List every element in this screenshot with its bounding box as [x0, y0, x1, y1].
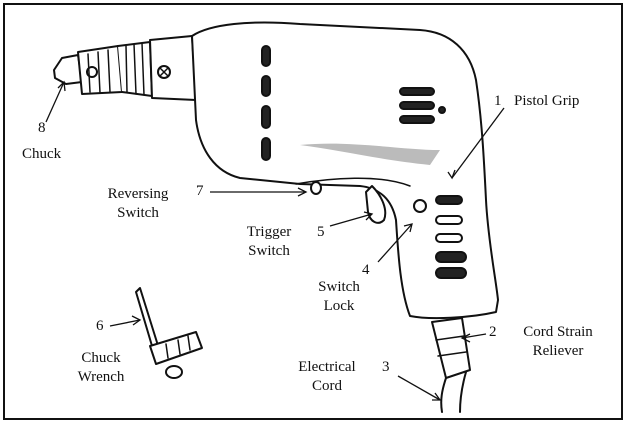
part-4-name-line2: Lock — [323, 298, 355, 314]
part-2-name-line2: Reliever — [532, 343, 584, 359]
chuck-wrench-shape — [135, 287, 203, 379]
part-3-number: 3 — [382, 359, 390, 375]
part-4-number: 4 — [362, 262, 370, 278]
part-2-number: 2 — [489, 324, 497, 340]
part-6-name-line1: Chuck — [81, 350, 121, 366]
part-4-name-line1: Switch — [318, 279, 360, 295]
leader-3 — [397, 375, 441, 401]
leader-5 — [329, 213, 373, 227]
leader-4 — [377, 223, 413, 263]
part-2-name-line1: Cord Strain — [523, 324, 593, 340]
part-7-name-line1: Reversing — [107, 186, 169, 202]
leader-1 — [451, 107, 505, 179]
part-3-name-line1: Electrical — [298, 359, 356, 375]
switch-lock-shape — [413, 199, 427, 213]
leader-2 — [461, 333, 487, 339]
part-7-number: 7 — [196, 183, 204, 199]
chuck-key-hole-icon — [86, 66, 98, 78]
leader-6 — [109, 319, 141, 327]
screw-icon — [157, 65, 171, 79]
part-5-name-line1: Trigger — [246, 224, 292, 240]
part-1-name: Pistol Grip — [514, 93, 580, 109]
part-7-name-line2: Switch — [117, 205, 159, 221]
part-5-name-line2: Switch — [248, 243, 290, 259]
part-6-number: 6 — [96, 318, 104, 334]
cord-strain-reliever-shape — [431, 317, 471, 379]
leader-8 — [45, 81, 65, 123]
electrical-cord-shape — [440, 371, 467, 413]
part-3-name-line2: Cord — [312, 378, 342, 394]
arrow-1 — [447, 169, 456, 180]
part-8-name: Chuck — [22, 146, 62, 162]
drill-housing — [191, 21, 499, 320]
part-8-number: 8 — [38, 120, 46, 136]
part-6-name-line2: Wrench — [77, 369, 125, 385]
reversing-switch-shape — [310, 181, 322, 195]
part-1-number: 1 — [494, 93, 502, 109]
part-5-number: 5 — [317, 224, 325, 240]
